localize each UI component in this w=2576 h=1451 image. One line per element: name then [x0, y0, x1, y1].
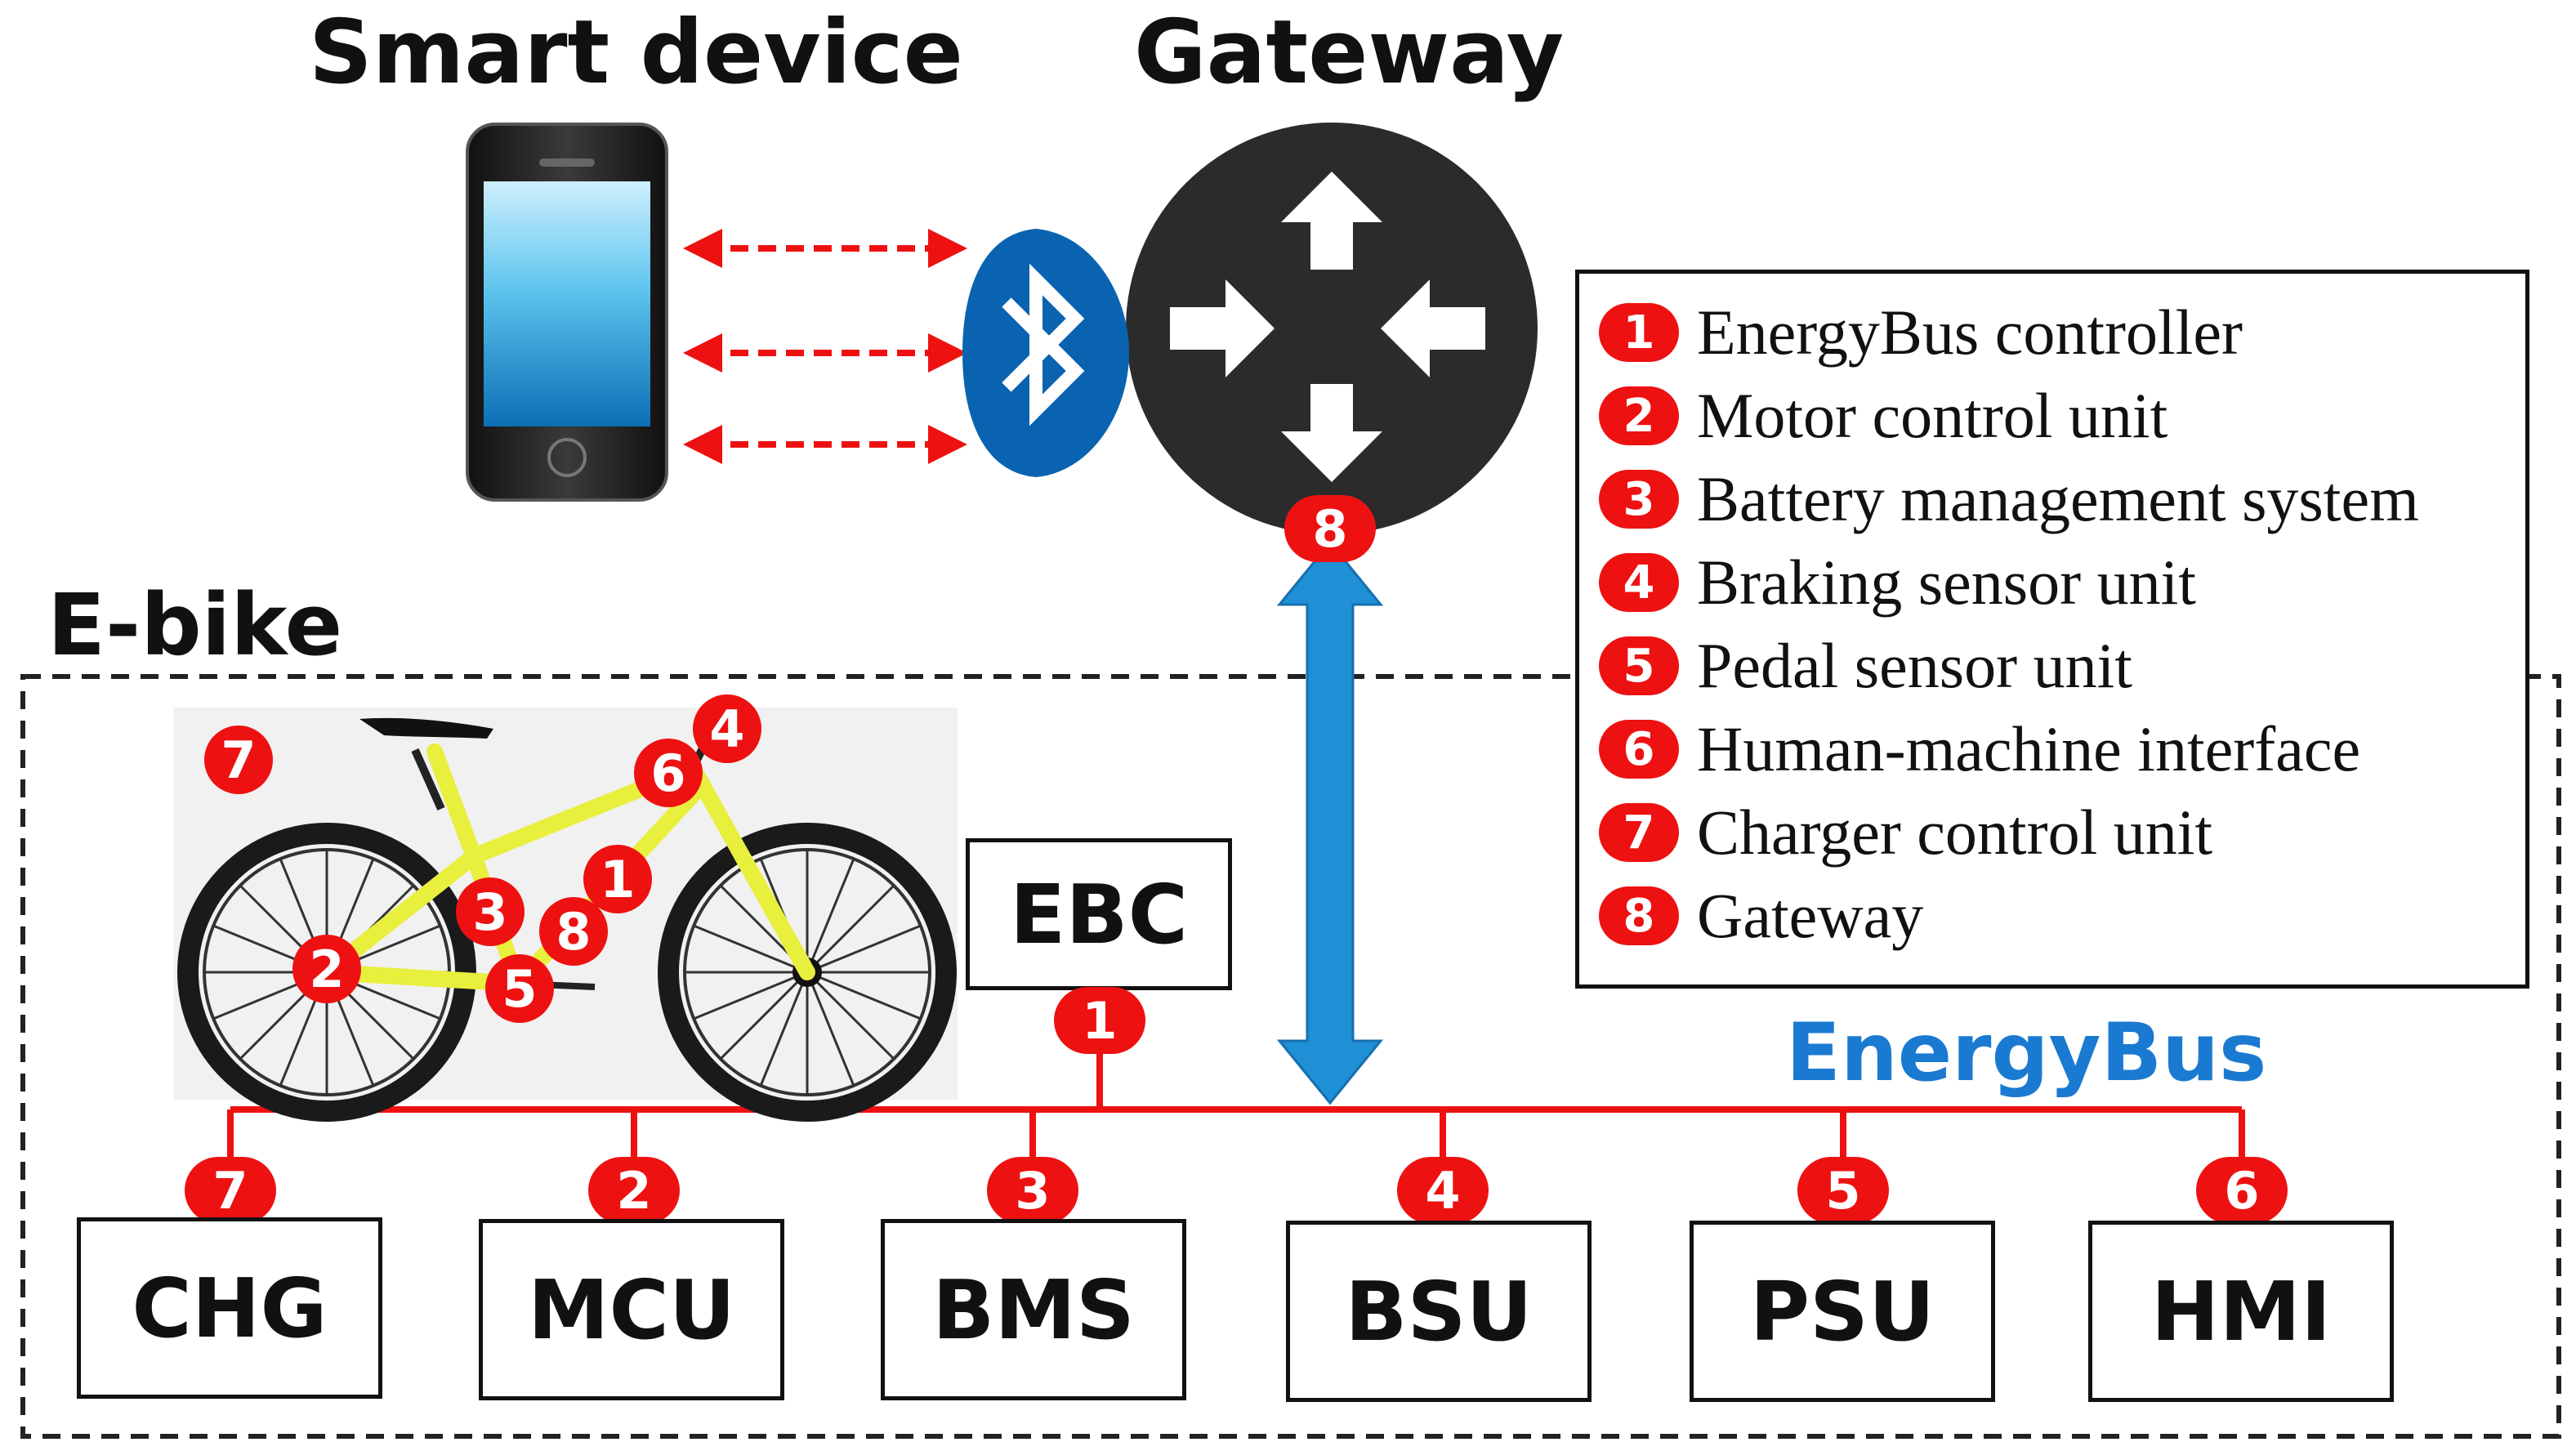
legend-badge: 1 — [1599, 303, 1679, 362]
gateway-bus-link — [1276, 540, 1384, 1105]
unit-box-bms: BMS — [881, 1219, 1186, 1400]
ebike-title: E-bike — [47, 575, 343, 675]
energybus-lines — [227, 1038, 2245, 1163]
bike-marker-7: 7 — [204, 726, 273, 794]
legend-label: Motor control unit — [1697, 380, 2168, 451]
smart-device-title: Smart device — [309, 2, 963, 104]
legend-badge: 3 — [1599, 470, 1679, 529]
bike-marker-1: 1 — [583, 845, 652, 913]
legend-label: Human-machine interface — [1697, 713, 2361, 784]
legend-item: 1 EnergyBus controller — [1599, 293, 2243, 372]
bike-marker-8: 8 — [539, 897, 608, 966]
legend-badge: 7 — [1599, 803, 1679, 862]
legend-item: 7 Charger control unit — [1599, 793, 2212, 872]
unit-box-mcu: MCU — [479, 1219, 784, 1400]
unit-box-hmi: HMI — [2088, 1221, 2394, 1402]
bike-marker-4: 4 — [693, 694, 761, 763]
legend-label: EnergyBus controller — [1697, 297, 2243, 368]
bike-marker-6: 6 — [634, 739, 703, 807]
bike-marker-2: 2 — [292, 935, 361, 1003]
unit-box-bsu: BSU — [1286, 1221, 1592, 1402]
unit-badge-bms: 3 — [987, 1157, 1078, 1224]
legend-badge: 4 — [1599, 553, 1679, 612]
legend-label: Gateway — [1697, 880, 1924, 951]
energybus-label: EnergyBus — [1786, 1007, 2267, 1100]
legend-item: 2 Motor control unit — [1599, 377, 2168, 455]
wireless-links — [683, 229, 967, 464]
ebc-box: EBC — [966, 838, 1232, 990]
legend: 1 EnergyBus controller 2 Motor control u… — [1575, 270, 2529, 989]
unit-box-chg: CHG — [77, 1217, 382, 1399]
gateway-title: Gateway — [1134, 2, 1565, 104]
unit-badge-psu: 5 — [1797, 1157, 1889, 1224]
legend-badge: 6 — [1599, 720, 1679, 779]
ebc-badge: 1 — [1054, 987, 1145, 1054]
smartphone-icon — [466, 123, 668, 502]
router-arrows-icon — [1126, 123, 1538, 534]
bluetooth-icon — [962, 229, 1129, 477]
legend-item: 6 Human-machine interface — [1599, 710, 2360, 788]
legend-label: Pedal sensor unit — [1697, 630, 2132, 701]
legend-label: Charger control unit — [1697, 797, 2213, 868]
legend-label: Battery management system — [1697, 463, 2419, 534]
unit-badge-hmi: 6 — [2196, 1157, 2288, 1224]
legend-item: 5 Pedal sensor unit — [1599, 627, 2132, 705]
legend-badge: 2 — [1599, 386, 1679, 445]
legend-badge: 5 — [1599, 636, 1679, 695]
ebike-boundary — [20, 674, 2561, 1439]
unit-box-psu: PSU — [1690, 1221, 1995, 1402]
unit-badge-chg: 7 — [185, 1157, 276, 1224]
unit-badge-bsu: 4 — [1397, 1157, 1489, 1224]
legend-item: 4 Braking sensor unit — [1599, 543, 2196, 622]
bike-marker-5: 5 — [485, 954, 554, 1023]
legend-item: 8 Gateway — [1599, 877, 1923, 955]
gateway-badge: 8 — [1284, 495, 1376, 562]
legend-label: Braking sensor unit — [1697, 547, 2196, 618]
legend-item: 3 Battery management system — [1599, 460, 2419, 538]
unit-badge-mcu: 2 — [588, 1157, 680, 1224]
legend-badge: 8 — [1599, 886, 1679, 945]
bike-marker-3: 3 — [456, 877, 525, 946]
